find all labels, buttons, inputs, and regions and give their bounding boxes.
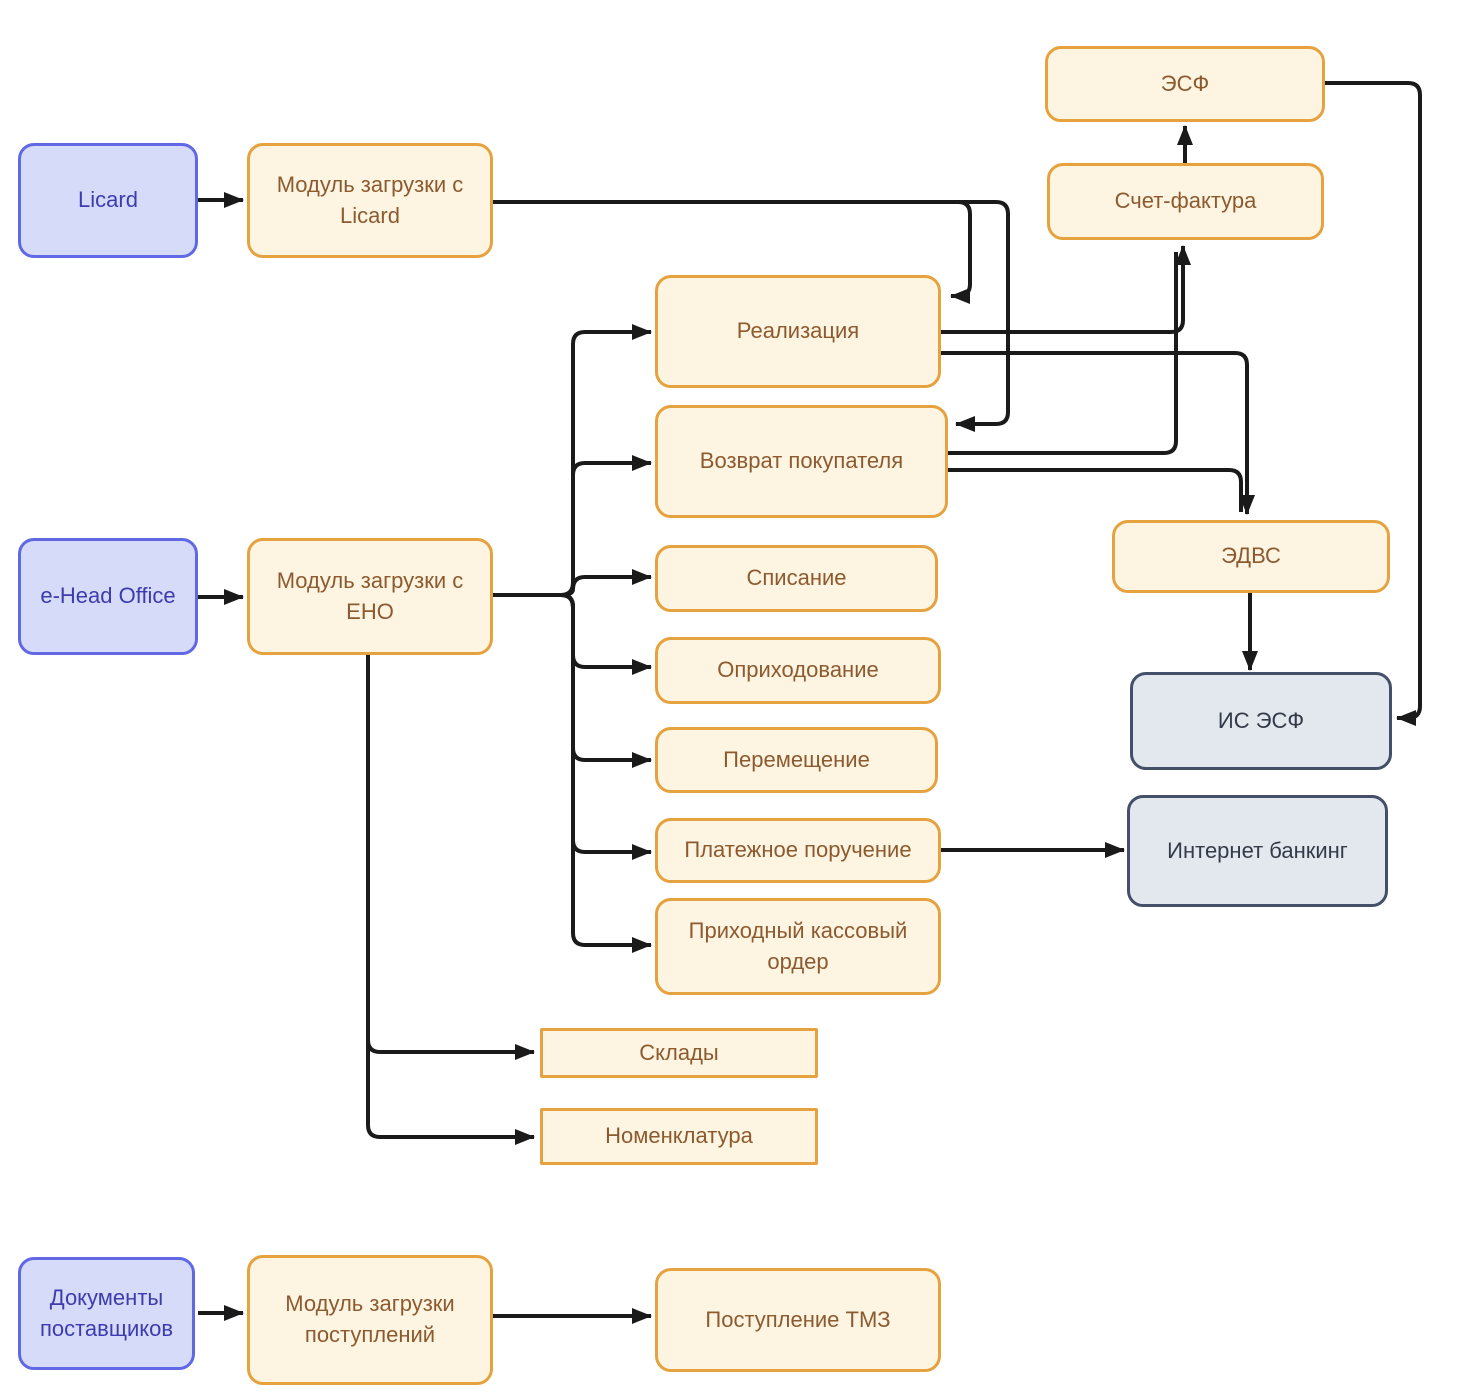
edge-eno-to-nomenklatura	[366, 655, 535, 1145]
node-prihodny-kassovy-order: Приходный кассовый ордер	[655, 898, 941, 995]
node-spisanie: Списание	[655, 545, 938, 612]
node-module-licard: Модуль загрузки с Licard	[247, 143, 493, 258]
node-oprihodovanie: Оприходование	[655, 637, 941, 704]
edge-vozvrat-to-schet-faktura	[948, 252, 1178, 455]
node-sklady: Склады	[540, 1028, 818, 1078]
edge-vozvrat-to-edvs	[948, 468, 1243, 512]
node-licard: Licard	[18, 143, 198, 258]
edge-realizacia-to-edvs	[941, 351, 1255, 515]
node-docs-postavshikov: Документы поставщиков	[18, 1257, 195, 1370]
node-esf: ЭСФ	[1045, 46, 1325, 122]
node-postuplenie-tmz: Поступление ТМЗ	[655, 1268, 941, 1372]
node-peremeshenie: Перемещение	[655, 727, 938, 793]
node-is-esf: ИС ЭСФ	[1130, 672, 1392, 770]
edge-module-licard-to-vozvrat	[493, 200, 1010, 432]
node-schet-faktura: Счет-фактура	[1047, 163, 1324, 240]
node-platezhnoe-poruchenie: Платежное поручение	[655, 818, 941, 883]
edge-esf-to-is-esf	[1325, 81, 1422, 726]
edge-eno-to-sklady	[366, 655, 535, 1060]
node-edvs: ЭДВС	[1112, 520, 1390, 593]
edge-eno-to-prihodny	[493, 593, 652, 953]
node-module-eno: Модуль загрузки с ЕНО	[247, 538, 493, 655]
node-internet-banking: Интернет банкинг	[1127, 795, 1388, 907]
node-module-postuplenij: Модуль загрузки поступлений	[247, 1255, 493, 1385]
node-vozvrat-pokupatelya: Возврат покупателя	[655, 405, 948, 518]
edge-realizacia-to-schet-faktura	[941, 245, 1191, 334]
node-realizacia: Реализация	[655, 275, 941, 388]
node-ehead-office: e-Head Office	[18, 538, 198, 655]
node-nomenklatura: Номенклатура	[540, 1108, 818, 1165]
